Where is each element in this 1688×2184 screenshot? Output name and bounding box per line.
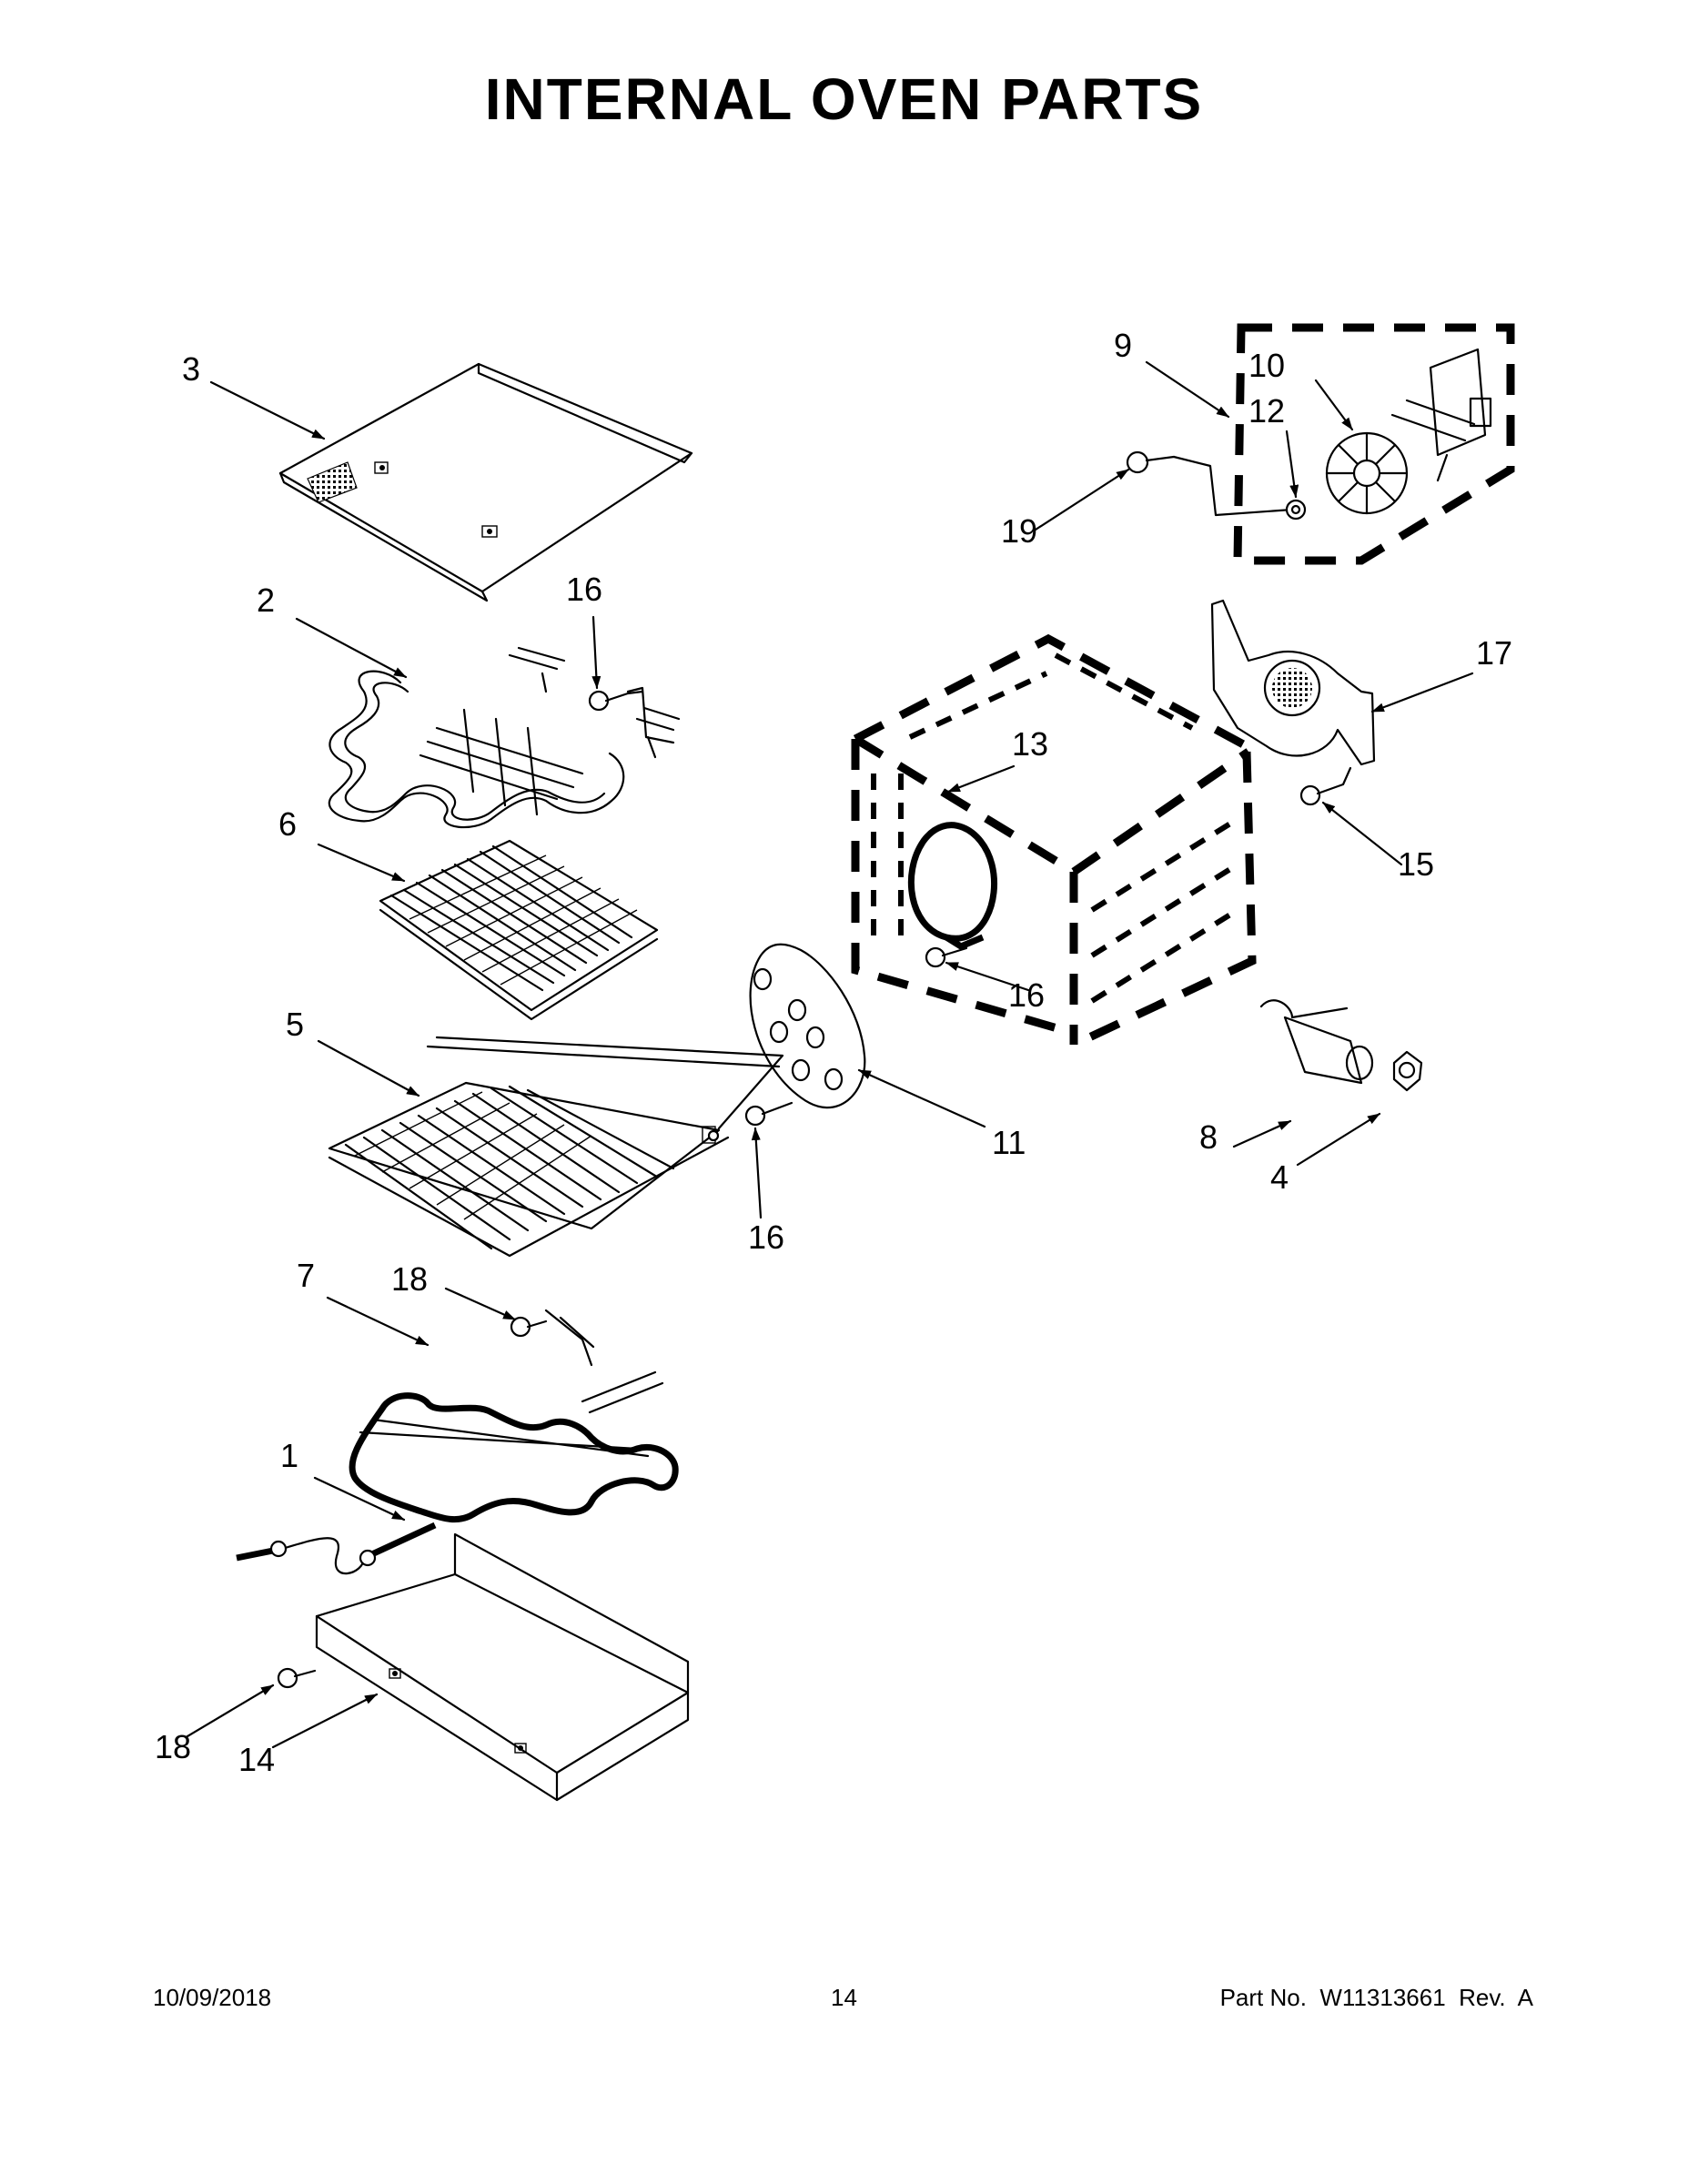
convection-fan-kit-part-9	[1233, 323, 1515, 565]
bottom-tray-part-14	[315, 1532, 690, 1802]
callout-18-tray: 18	[155, 1728, 191, 1765]
oven-cavity	[851, 633, 1257, 1049]
screw-part-19	[1126, 450, 1294, 517]
light-assembly-part-8	[1259, 999, 1374, 1085]
callout-4: 4	[1270, 1158, 1289, 1196]
screw-part-15	[1299, 766, 1352, 806]
screw-part-18-bake	[510, 1316, 548, 1338]
callout-19: 19	[1001, 512, 1037, 550]
callout-16-top: 16	[566, 571, 602, 608]
callout-15: 15	[1398, 845, 1434, 883]
leader-arrows	[186, 360, 1474, 1749]
fan-blade-part-10	[1325, 431, 1409, 515]
callout-10: 10	[1248, 347, 1285, 384]
callout-7: 7	[297, 1257, 315, 1294]
fan-bracket-part-17	[1210, 599, 1376, 766]
fan-motor	[1390, 348, 1492, 482]
callout-2: 2	[257, 581, 275, 619]
callout-3: 3	[182, 350, 200, 388]
callout-9: 9	[1114, 327, 1132, 364]
screw-part-16-cover	[744, 1101, 793, 1127]
footer-date: 10/09/2018	[153, 1984, 272, 2011]
callout-1: 1	[280, 1437, 298, 1474]
callout-6: 6	[278, 805, 297, 843]
screw-part-18-tray	[277, 1667, 317, 1689]
fan-cover-part-11	[749, 943, 866, 1109]
callout-5: 5	[286, 1006, 304, 1043]
oven-rack-part-6	[379, 839, 659, 1021]
callout-18-bake: 18	[391, 1260, 428, 1298]
broil-element-part-2	[328, 646, 681, 829]
light-lens-part-4	[1392, 1050, 1423, 1092]
callout-14: 14	[238, 1741, 275, 1778]
screw-part-16-top	[588, 686, 675, 744]
callout-8: 8	[1199, 1118, 1218, 1156]
footer-page-number: 14	[831, 1984, 857, 2011]
top-panel-part-3	[278, 362, 693, 602]
callout-12: 12	[1248, 392, 1285, 430]
callout-16-cavity: 16	[1008, 976, 1045, 1014]
meat-probe-part-1	[236, 1522, 437, 1575]
extension-rack-part-5	[328, 1036, 784, 1258]
callout-11: 11	[992, 1124, 1026, 1161]
nut-part-12	[1285, 499, 1307, 521]
page-title: INTERNAL OVEN PARTS	[484, 66, 1204, 132]
callout-17: 17	[1476, 634, 1512, 672]
callout-16-cover: 16	[748, 1218, 784, 1256]
callout-13: 13	[1012, 725, 1048, 763]
bake-element-part-7	[349, 1309, 679, 1523]
screw-part-16-cavity	[925, 946, 968, 968]
footer-part-number: Part No. W11313661 Rev. A	[1219, 1984, 1533, 2011]
callout-labels: 3 2 16 6 5 7 18 1 18 14 16 11 16 13 17 1…	[155, 327, 1512, 1778]
